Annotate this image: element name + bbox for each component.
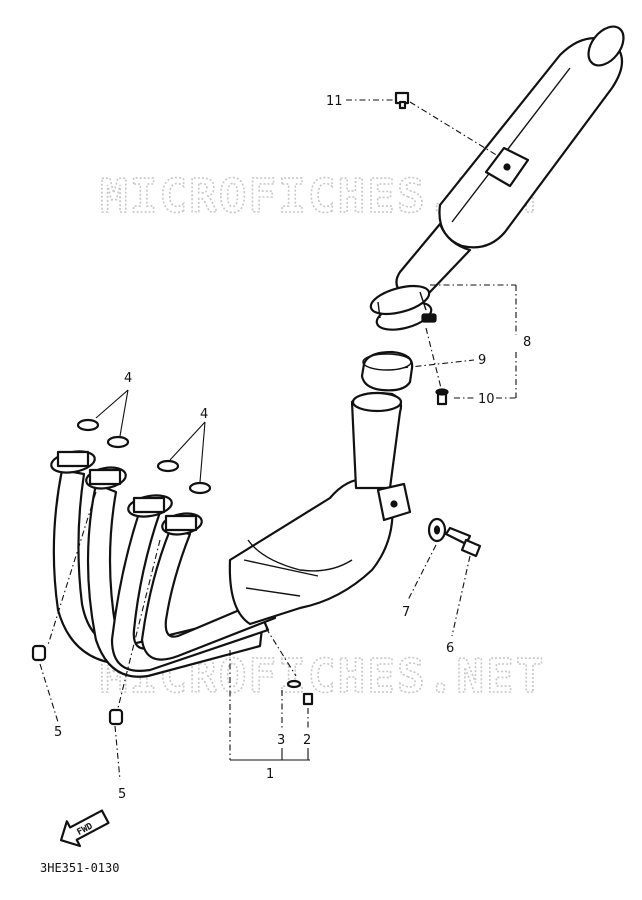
callout-8: 8 bbox=[523, 335, 531, 350]
callout-7: 7 bbox=[402, 605, 410, 620]
bolt-10 bbox=[435, 388, 449, 406]
callout-4-right: 4 bbox=[200, 407, 208, 422]
washer-7 bbox=[427, 517, 447, 543]
muffler bbox=[395, 25, 625, 298]
callout-5-lower: 5 bbox=[118, 787, 126, 802]
callout-3: 3 bbox=[277, 733, 285, 748]
bolt-6 bbox=[444, 526, 482, 558]
callout-1: 1 bbox=[266, 767, 274, 782]
gasket-ring bbox=[360, 350, 414, 392]
callout-11: 11 bbox=[326, 94, 343, 109]
diagram-code: 3HE351-0130 bbox=[40, 861, 119, 875]
plugs-5 bbox=[31, 644, 124, 726]
callout-5-upper: 5 bbox=[54, 725, 62, 740]
callout-10: 10 bbox=[478, 392, 495, 407]
bolt-11 bbox=[394, 91, 410, 110]
callout-9: 9 bbox=[478, 353, 486, 368]
leader-lines bbox=[39, 99, 517, 781]
muffler-clamp bbox=[369, 284, 437, 331]
fwd-arrow-icon: FWD bbox=[59, 809, 110, 848]
gaskets-4 bbox=[76, 418, 212, 495]
callout-2: 2 bbox=[303, 733, 311, 748]
small-parts-2-3 bbox=[286, 679, 314, 706]
callout-4-left: 4 bbox=[124, 371, 132, 386]
exhaust-headers bbox=[50, 391, 412, 678]
callout-6: 6 bbox=[446, 641, 454, 656]
